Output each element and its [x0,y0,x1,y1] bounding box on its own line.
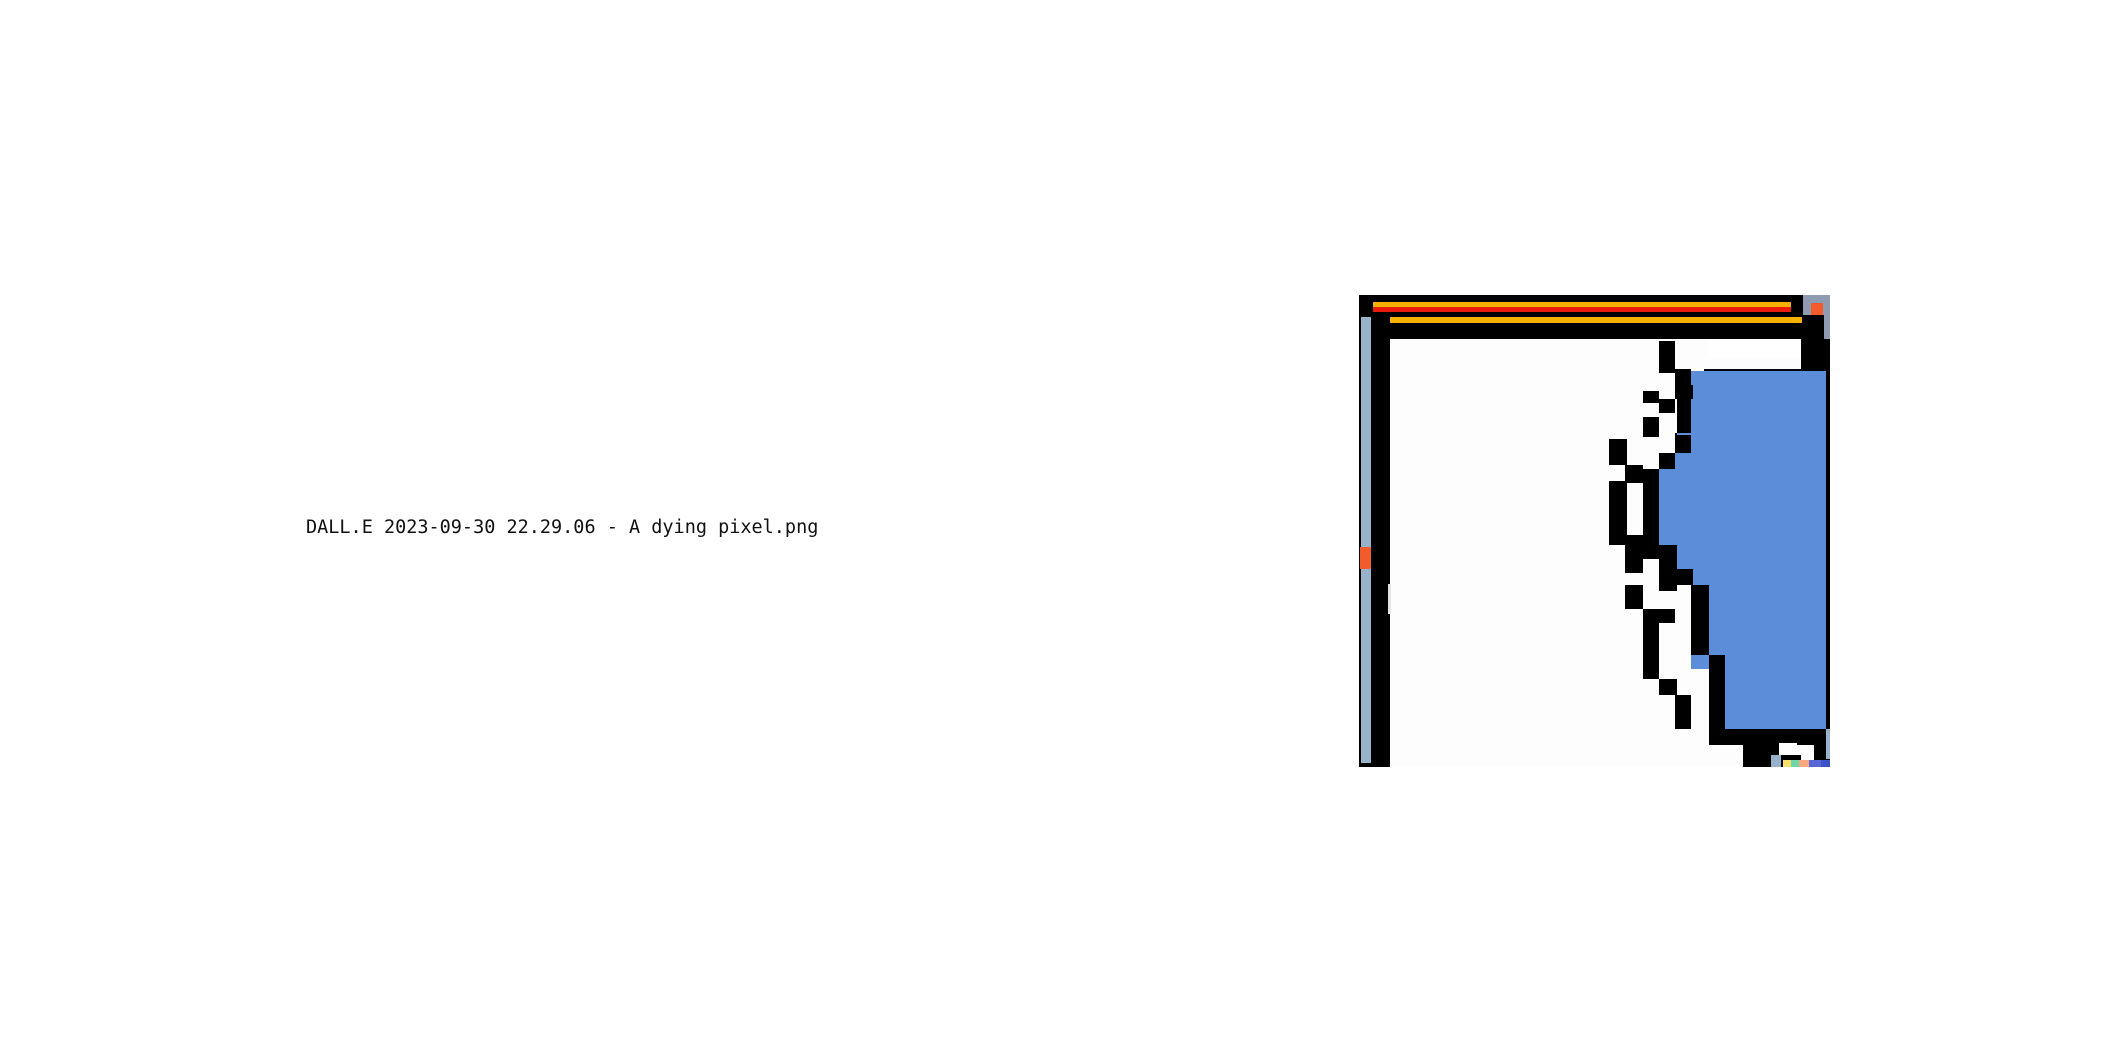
dust-6 [1643,417,1659,437]
dust-12 [1625,585,1643,609]
canvas-edge-mark [1388,584,1391,614]
right-notch [1801,339,1830,371]
dust-17 [1691,585,1709,609]
dust-14 [1643,623,1659,679]
edge-seg-7-fill [1709,669,1826,729]
stripe-yellow-bottom [1389,317,1802,323]
dust-3 [1675,385,1693,399]
dust-5 [1643,391,1659,403]
dust-15 [1659,679,1677,695]
edge-seg-1-fill [1691,371,1709,433]
corner-right-blue [1826,729,1830,759]
file-name-label: DALL.E 2023-09-30 22.29.06 - A dying pix… [306,517,819,538]
px-g [1709,655,1725,729]
top-gap [1708,341,1802,357]
dust-2 [1675,369,1691,385]
dust-7 [1609,439,1627,465]
corner-yellow [1783,760,1791,767]
frame-left-blue [1361,317,1371,763]
edge-seg-4-fill [1659,505,1709,545]
dust-16 [1675,695,1691,729]
corner-green [1791,760,1799,767]
px-h [1725,729,1814,745]
corner-peach [1799,760,1809,767]
corner-blue [1821,760,1830,767]
frame-corner-accent [1811,303,1823,315]
dust-4 [1659,399,1675,413]
stripe-yellow-top [1373,302,1791,307]
dust-13 [1643,609,1675,623]
px-c [1643,469,1659,559]
dust-1 [1659,341,1675,373]
frame-left-inner [1371,317,1390,767]
dust-11 [1625,545,1643,573]
corner-indigo [1809,760,1821,767]
frame-left-accent [1360,547,1371,569]
frame-top-inner [1388,323,1830,339]
px-e [1677,569,1693,585]
corner-gap [1779,743,1797,753]
px-a [1659,453,1675,469]
dust-9 [1609,481,1627,545]
corner-slate [1771,755,1781,767]
dust-8 [1625,465,1643,483]
pixel-art-canvas [1359,295,1830,767]
px-b [1675,435,1691,453]
px-d [1659,545,1677,591]
blue-block-edge [1826,371,1830,729]
edge-seg-5-fill [1677,545,1709,569]
pixel-art-image [1359,295,1830,767]
dust-10 [1609,535,1643,545]
px-i [1709,729,1725,745]
stripe-red [1373,307,1791,312]
